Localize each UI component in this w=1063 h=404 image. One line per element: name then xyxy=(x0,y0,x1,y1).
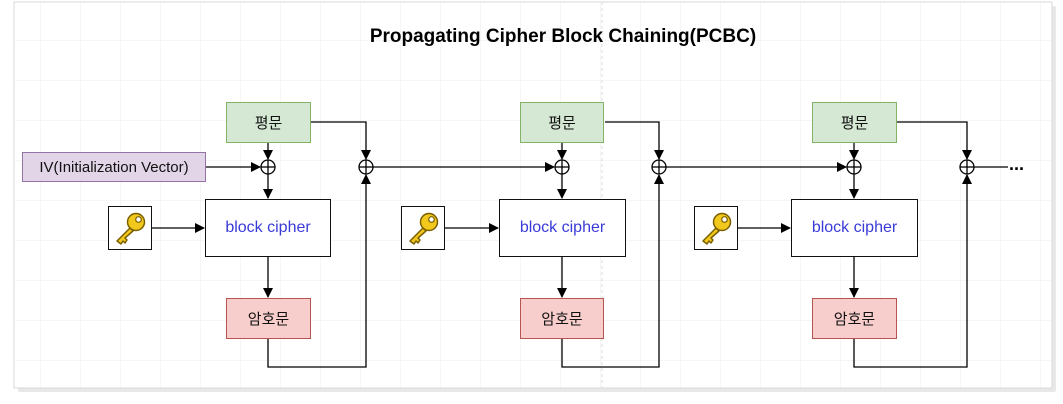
block-cipher-box-2: block cipher xyxy=(499,199,626,257)
key-icon xyxy=(108,206,152,250)
plaintext-feedback-line xyxy=(605,121,664,160)
plaintext-box-2: 평문 xyxy=(520,102,604,143)
key-icon xyxy=(694,206,738,250)
key-icon xyxy=(401,206,445,250)
xor-node xyxy=(651,159,667,175)
ciphertext-box-3: 암호문 xyxy=(812,298,897,339)
xor-node xyxy=(959,159,975,175)
xor-node xyxy=(846,159,862,175)
plaintext-box-3: 평문 xyxy=(812,102,897,143)
xor-node xyxy=(554,159,570,175)
diagram-title: Propagating Cipher Block Chaining(PCBC) xyxy=(369,26,757,47)
ciphertext-feedback-line xyxy=(561,174,664,368)
iv-box: IV(Initialization Vector) xyxy=(22,152,206,182)
plaintext-box-1: 평문 xyxy=(226,102,311,143)
plaintext-feedback-line xyxy=(311,121,371,160)
ciphertext-box-2: 암호문 xyxy=(520,298,604,339)
ciphertext-feedback-line xyxy=(267,174,371,368)
block-cipher-box-3: block cipher xyxy=(791,199,918,257)
plaintext-feedback-line xyxy=(897,121,972,160)
continuation-ellipsis: ... xyxy=(1009,154,1025,174)
ciphertext-box-1: 암호문 xyxy=(226,298,311,339)
xor-node xyxy=(358,159,374,175)
block-cipher-box-1: block cipher xyxy=(205,199,331,257)
xor-node xyxy=(260,159,276,175)
ciphertext-feedback-line xyxy=(853,174,972,368)
